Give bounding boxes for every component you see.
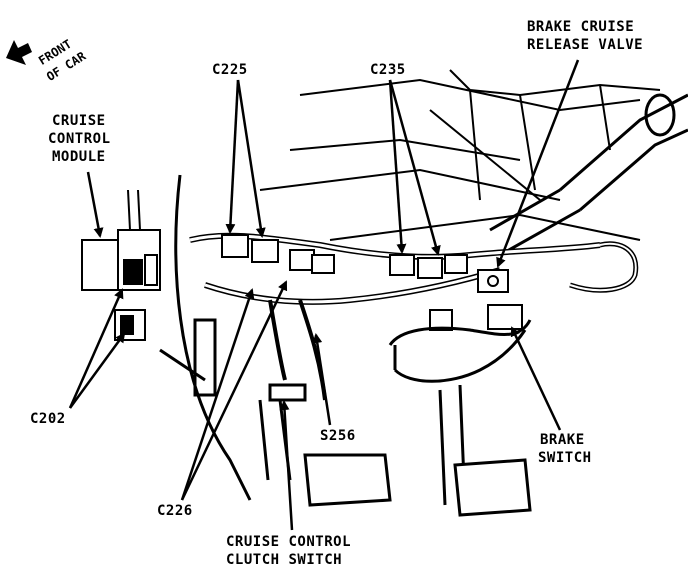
brake-cruise-release-valve xyxy=(477,269,509,293)
cruise-control-module-label-line1: CRUISE xyxy=(52,113,106,129)
leader-arrows xyxy=(68,59,580,531)
c235-connectors xyxy=(389,254,468,279)
brake-cruise-release-valve-label-line2: RELEASE VALVE xyxy=(527,37,644,53)
c202-label: C202 xyxy=(30,411,66,427)
brake-switch xyxy=(429,304,523,331)
cruise-control-clutch-switch-label-line2: CLUTCH SWITCH xyxy=(226,552,343,568)
c225-label: C225 xyxy=(212,62,248,78)
c226-label: C226 xyxy=(157,503,193,519)
c235-label: C235 xyxy=(370,62,406,78)
brake-switch-label-line2: SWITCH xyxy=(538,450,592,466)
cruise-control-clutch-switch-label-line1: CRUISE CONTROL xyxy=(226,534,352,550)
cruise-control-module xyxy=(81,189,161,341)
front-of-car-arrow xyxy=(6,40,32,65)
front-of-car-label: FRONT OF CAR xyxy=(2,24,112,84)
cruise-control-module-label-line2: CONTROL xyxy=(48,131,111,147)
brake-pedal-assembly xyxy=(388,319,532,517)
c225-connectors xyxy=(221,234,335,274)
brake-cruise-release-valve-label-line1: BRAKE CRUISE xyxy=(527,19,635,35)
dashboard-structure xyxy=(259,69,661,241)
cruise-control-module-label-line3: MODULE xyxy=(52,149,106,165)
s256-label: S256 xyxy=(320,428,356,444)
steering-column xyxy=(489,93,688,257)
brake-switch-label-line1: BRAKE xyxy=(540,432,585,448)
